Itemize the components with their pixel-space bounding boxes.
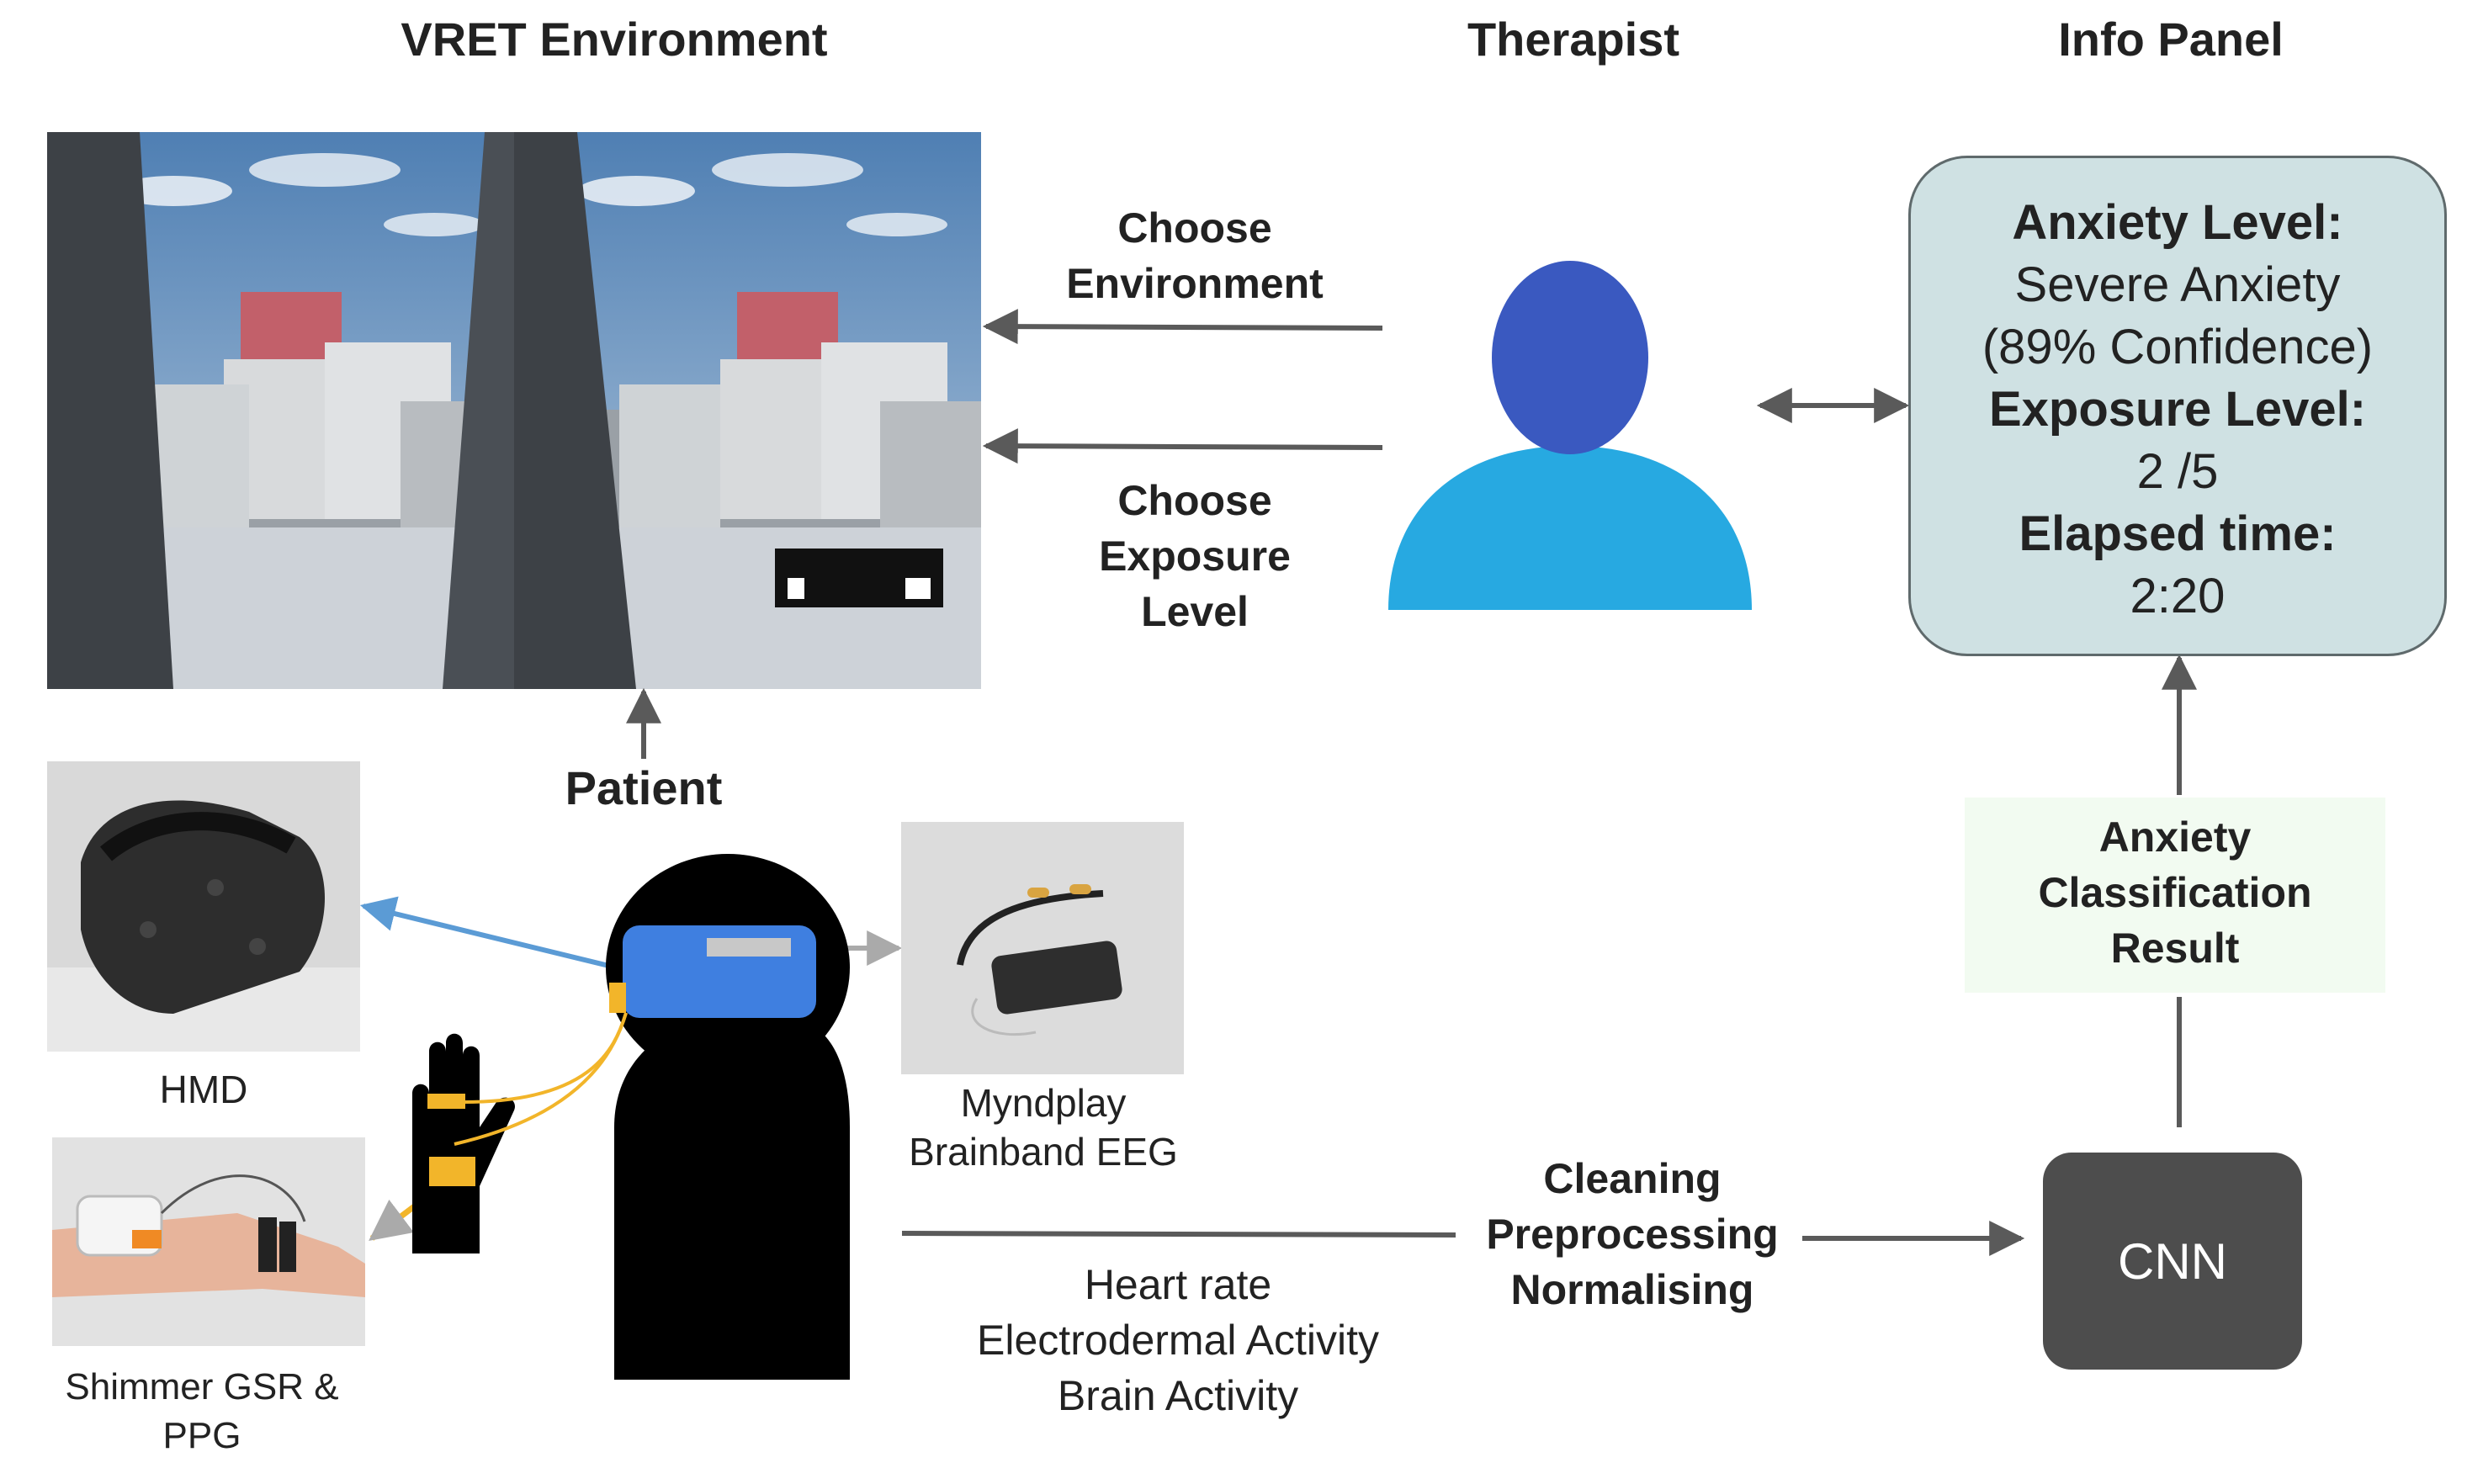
eeg-band-icon: [707, 938, 791, 957]
info-panel-header: Info Panel: [2058, 13, 2284, 66]
gsr-sensor-icon: [429, 1157, 475, 1186]
cnn-model-box: CNN: [2043, 1153, 2302, 1370]
info-panel: Anxiety Level: Severe Anxiety (89% Confi…: [1908, 156, 2447, 656]
elapsed-time-label: Elapsed time:: [2019, 506, 2337, 561]
vret-left-eye-view: [47, 132, 514, 689]
gsr-ppg-label: Shimmer GSR & PPG: [65, 1366, 339, 1456]
patient-person-icon: [412, 854, 850, 1380]
preprocessing-label: Cleaning Preprocessing Normalising: [1486, 1155, 1779, 1313]
vret-environment-view: [47, 132, 981, 689]
patient-label: Patient: [565, 761, 723, 814]
anxiety-level-value: Severe Anxiety: [2014, 257, 2341, 312]
glove-to-gsr-arrow: [369, 1199, 419, 1241]
hmd-photo: [47, 761, 360, 1052]
anxiety-level-label: Anxiety Level:: [2012, 195, 2343, 250]
classification-result-box: [1965, 798, 2385, 993]
elapsed-time-value: 2:20: [2130, 569, 2226, 623]
hmd-label: HMD: [159, 1068, 248, 1111]
choose-exposure-arrow: [982, 428, 1383, 464]
choose-exposure-label: Choose Exposure Level: [1099, 477, 1291, 635]
classification-result-label: Anxiety Classification Result: [2038, 814, 2312, 972]
headset-to-hmd-arrow: [359, 896, 623, 972]
choose-environment-label: Choose Environment: [1066, 204, 1324, 307]
signals-label: Heart rate Electrodermal Activity Brain …: [977, 1261, 1379, 1419]
anxiety-confidence-value: (89% Confidence): [1982, 320, 2374, 374]
exposure-level-label: Exposure Level:: [1988, 382, 2367, 437]
eeg-photo: [901, 822, 1184, 1074]
vret-right-eye-view: [514, 132, 981, 689]
exposure-level-value: 2 /5: [2136, 444, 2219, 499]
therapist-person-icon: [1388, 261, 1752, 610]
therapist-header: Therapist: [1467, 13, 1680, 66]
vret-environment-header: VRET Environment: [401, 13, 828, 66]
signals-line: [901, 1231, 1456, 1238]
choose-environment-arrow: [982, 309, 1383, 345]
eeg-label: Myndplay Brainband EEG: [909, 1081, 1178, 1174]
gsr-ppg-photo: [52, 1137, 365, 1346]
cnn-label: CNN: [2118, 1232, 2227, 1290]
